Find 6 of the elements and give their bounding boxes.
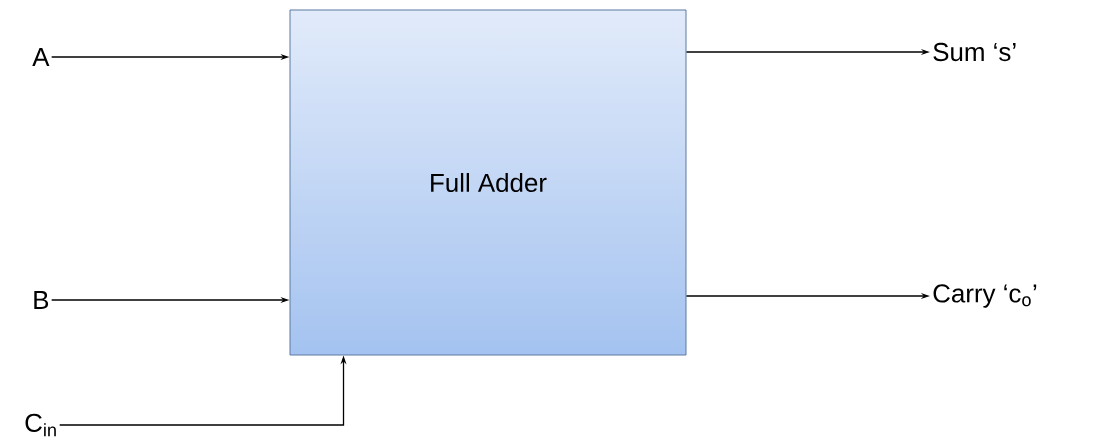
signal-label: C$_{in}$: [25, 413, 56, 437]
process-box: Full Adder: [289, 9, 687, 356]
signal-label: A: [32, 48, 50, 66]
signal-label: Sum ‘s’: [933, 42, 1016, 62]
signal-label: Carry ‘c$_{o}$’: [933, 284, 1037, 308]
signal-label: B: [34, 291, 49, 309]
